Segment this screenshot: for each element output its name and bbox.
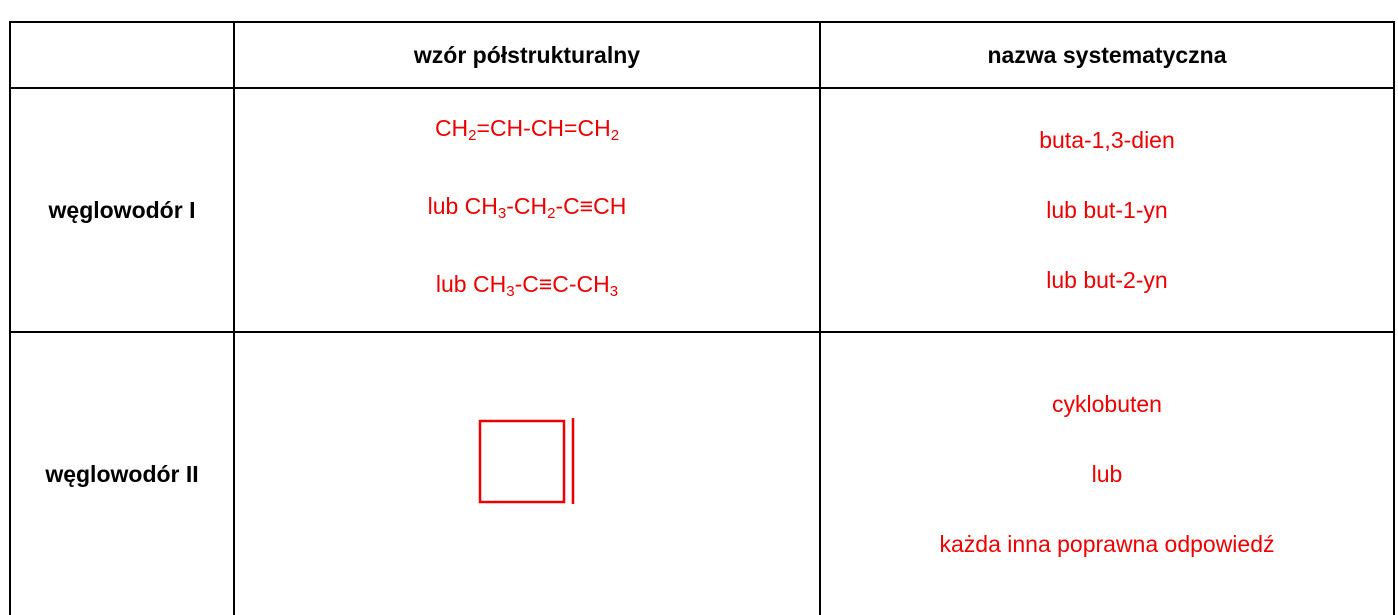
header-name: nazwa systematyczna [819, 21, 1395, 89]
name-line: buta-1,3-dien [1039, 127, 1175, 153]
name-line: każda inna poprawna odpowiedź [939, 531, 1275, 557]
formula-text: lub CH [427, 193, 498, 219]
header-empty-cell [9, 21, 235, 89]
name-line: cyklobuten [1052, 391, 1162, 417]
name-cell-hydrocarbon-2: cyklobuten lub każda inna poprawna odpow… [819, 331, 1395, 615]
name-line: lub but-2-yn [1046, 267, 1168, 293]
formula-cell-hydrocarbon-1: CH2=CH-CH=CH2 lub CH3-CH2-C≡CH lub CH3-C… [233, 87, 821, 333]
header-formula: wzór półstrukturalny [233, 21, 821, 89]
cyclobutene-ring-icon [477, 417, 577, 511]
formula-text: =CH-CH=CH [476, 115, 611, 141]
name-cell-hydrocarbon-1: buta-1,3-dien lub but-1-yn lub but-2-yn [819, 87, 1395, 333]
formula-line: lub CH3-CH2-C≡CH [235, 171, 819, 249]
table-header-row: wzór półstrukturalny nazwa systematyczna [9, 21, 1395, 89]
formula-text: CH [434, 115, 469, 141]
row-label-hydrocarbon-1: węglowodór I [9, 87, 235, 333]
formula-cell-hydrocarbon-2 [233, 331, 821, 615]
formula-subscript: 2 [547, 205, 556, 222]
formula-line: lub CH3-C≡C-CH3 [235, 249, 819, 327]
formula-text: -CH [506, 193, 548, 219]
answer-table: wzór półstrukturalny nazwa systematyczna… [9, 21, 1395, 615]
formula-text: lub CH [435, 271, 507, 297]
formula-subscript: 3 [609, 283, 619, 300]
formula-subscript: 3 [497, 205, 507, 222]
formula-text: -C≡CH [555, 193, 627, 219]
name-line: lub but-1-yn [1046, 197, 1168, 223]
name-line: lub [1091, 461, 1123, 487]
formula-subscript: 2 [610, 127, 620, 144]
formula-line: CH2=CH-CH=CH2 [235, 93, 819, 171]
formula-subscript: 3 [506, 283, 515, 300]
row-label-hydrocarbon-2: węglowodór II [9, 331, 235, 615]
formula-subscript: 2 [468, 127, 477, 144]
formula-text: -C≡C-CH [514, 271, 610, 297]
table-row: węglowodór II cyklobuten lub każda inna … [9, 331, 1395, 615]
table-row: węglowodór I CH2=CH-CH=CH2 lub CH3-CH2-C… [9, 87, 1395, 333]
